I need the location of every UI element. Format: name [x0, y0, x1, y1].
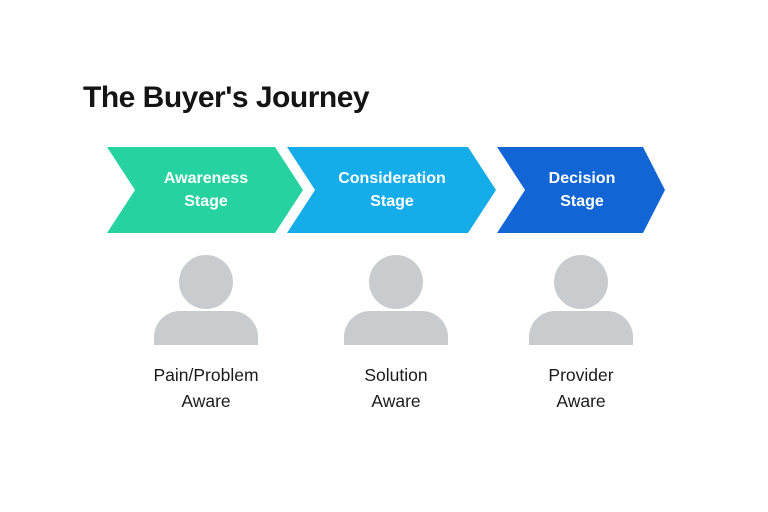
consideration-stage-arrow [287, 147, 496, 233]
decision-stage-arrow [497, 147, 665, 233]
person-icon-shoulders [344, 311, 448, 345]
awareness-stage-arrow [107, 147, 303, 233]
person-icon-shoulders [154, 311, 258, 345]
awareness-persona-label: Pain/Problem Aware [153, 365, 259, 411]
person-icon-head [554, 255, 608, 309]
person-icon [154, 255, 258, 345]
decision-persona-label: Provider Aware [548, 365, 614, 411]
person-icon-head [179, 255, 233, 309]
person-icon [344, 255, 448, 345]
person-icon-head [369, 255, 423, 309]
page-title: The Buyer's Journey [83, 81, 370, 114]
consideration-persona-label: Solution Aware [364, 365, 428, 411]
person-icon [529, 255, 633, 345]
person-icon-shoulders [529, 311, 633, 345]
